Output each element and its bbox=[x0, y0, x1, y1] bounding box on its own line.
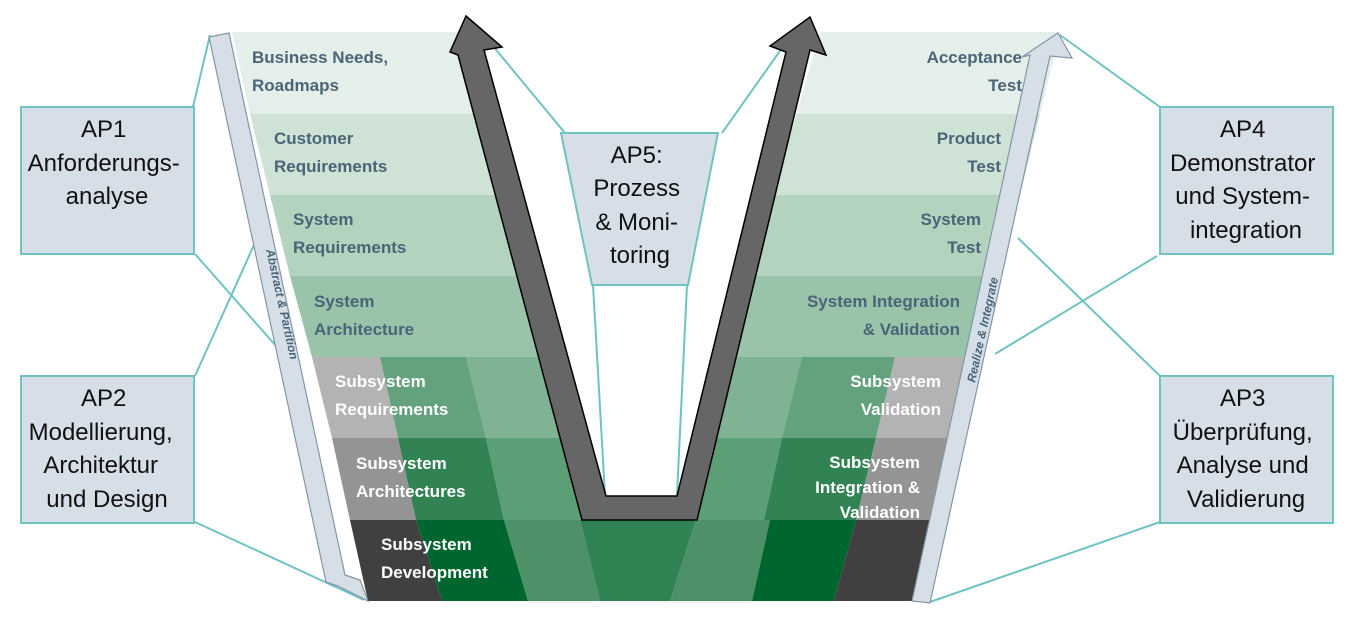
band-5-mid-right bbox=[782, 357, 895, 438]
ap4-box[interactable]: AP4 Demonstrator und System- integration bbox=[1159, 106, 1334, 255]
realize-integrate-arrow[interactable] bbox=[911, 32, 1074, 604]
ap5-box[interactable]: AP5: Prozess & Moni- toring bbox=[559, 132, 720, 286]
band-7-mid-right bbox=[670, 520, 770, 601]
ap4-box-rect bbox=[1159, 106, 1334, 255]
band-6-dark-right bbox=[764, 438, 876, 520]
ap2-box-rect bbox=[20, 375, 195, 524]
ap1-text: AP1 Anforderungs- analyse bbox=[28, 116, 187, 210]
ap1-box-rect bbox=[20, 106, 195, 255]
band-7-deep-center bbox=[580, 520, 696, 601]
ap3-box-rect bbox=[1159, 375, 1334, 524]
band-7-dark-left bbox=[416, 520, 528, 601]
connector-ap3-top bbox=[1017, 237, 1161, 377]
connector-ap4-top bbox=[1059, 34, 1161, 108]
ap5-text: AP5: Prozess & Moni- toring bbox=[593, 142, 686, 269]
band-6-grey-left bbox=[332, 438, 416, 520]
band-7-grey-left bbox=[350, 520, 442, 601]
label-system-integration-validation: System Integration& Validation bbox=[807, 292, 960, 339]
connector-ap5-right-bottom bbox=[676, 284, 688, 496]
band-6-grey-right bbox=[856, 438, 958, 520]
band-7-mid-left bbox=[504, 520, 600, 601]
connector-ap5-left-top bbox=[487, 39, 566, 134]
connectors bbox=[192, 34, 1161, 603]
abstract-partition-arrow[interactable] bbox=[208, 32, 370, 603]
ap1-box[interactable]: AP1 Anforderungs- analyse bbox=[20, 106, 195, 255]
connector-ap1-bottom bbox=[194, 253, 285, 356]
band-5-grey-left bbox=[312, 357, 398, 438]
connector-ap5-right-top bbox=[721, 47, 783, 134]
process-v-arrow bbox=[448, 14, 828, 521]
band-7-grey-right bbox=[834, 520, 938, 601]
connector-ap5-left-bottom bbox=[592, 284, 606, 496]
band-6-dark-left bbox=[398, 438, 504, 520]
connector-ap2-bottom bbox=[194, 521, 365, 601]
ap5-box-shape bbox=[559, 132, 720, 286]
ap3-box[interactable]: AP3 Überprüfung, Analyse und Validierung bbox=[1159, 375, 1334, 524]
label-business-needs: Business Needs,Roadmaps bbox=[252, 48, 388, 95]
ap2-text: AP2 Modellierung, Architektur und Design bbox=[29, 385, 180, 513]
connector-ap1-top bbox=[192, 34, 211, 108]
ap4-text: AP4 Demonstrator und System- integration bbox=[1170, 116, 1322, 244]
band-7-dark-right bbox=[752, 520, 856, 601]
ap3-text: AP3 Überprüfung, Analyse und Validierung bbox=[1173, 385, 1320, 513]
band-5-mid-left bbox=[380, 357, 486, 438]
connector-ap4-bottom bbox=[994, 255, 1158, 355]
ap2-box[interactable]: AP2 Modellierung, Architektur und Design bbox=[20, 375, 195, 524]
connector-ap3-bottom bbox=[929, 521, 1161, 603]
connector-ap2-top bbox=[194, 235, 259, 377]
